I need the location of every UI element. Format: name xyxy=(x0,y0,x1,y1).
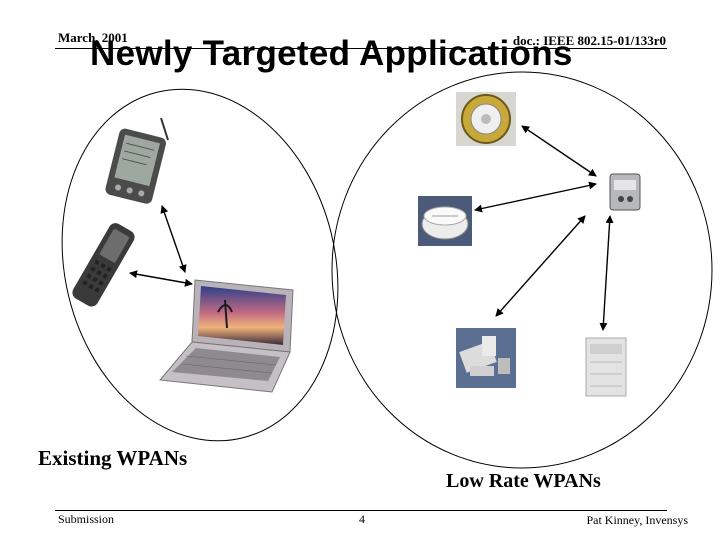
footer-submission: Submission xyxy=(58,512,115,526)
footer-author: Pat Kinney, Invensys xyxy=(586,513,688,527)
header-date: March, 2001 xyxy=(58,30,128,45)
footer-rule xyxy=(55,510,667,511)
industrial-controls-icon xyxy=(456,328,516,388)
slide-title: Newly Targeted Applications xyxy=(90,34,573,73)
link-cabinet-sensor xyxy=(599,215,614,331)
smoke-detector-icon xyxy=(418,196,472,246)
laptop-icon xyxy=(159,279,294,393)
link-controls-sensor xyxy=(495,215,586,317)
link-phone-laptop xyxy=(129,270,193,287)
label-existing-wpans: Existing WPANs xyxy=(38,446,188,470)
header-rule xyxy=(55,48,667,49)
link-arrows xyxy=(129,125,614,331)
link-pda-laptop xyxy=(160,205,187,273)
pda-icon xyxy=(105,117,169,204)
link-thermostat-sensor xyxy=(521,125,597,177)
thermostat-icon xyxy=(456,92,516,146)
header-doc-id: doc.: IEEE 802.15-01/133r0 xyxy=(512,33,666,48)
footer-page-number: 4 xyxy=(359,512,365,526)
label-low-rate-wpans: Low Rate WPANs xyxy=(446,470,601,492)
existing-wpan-boundary xyxy=(61,88,339,442)
link-smoke-sensor xyxy=(474,181,597,213)
low-rate-wpan-boundary xyxy=(331,71,713,469)
remote-sensor-icon xyxy=(609,173,641,211)
cell-phone-icon xyxy=(72,223,135,307)
appliance-cabinet-icon xyxy=(585,337,627,397)
